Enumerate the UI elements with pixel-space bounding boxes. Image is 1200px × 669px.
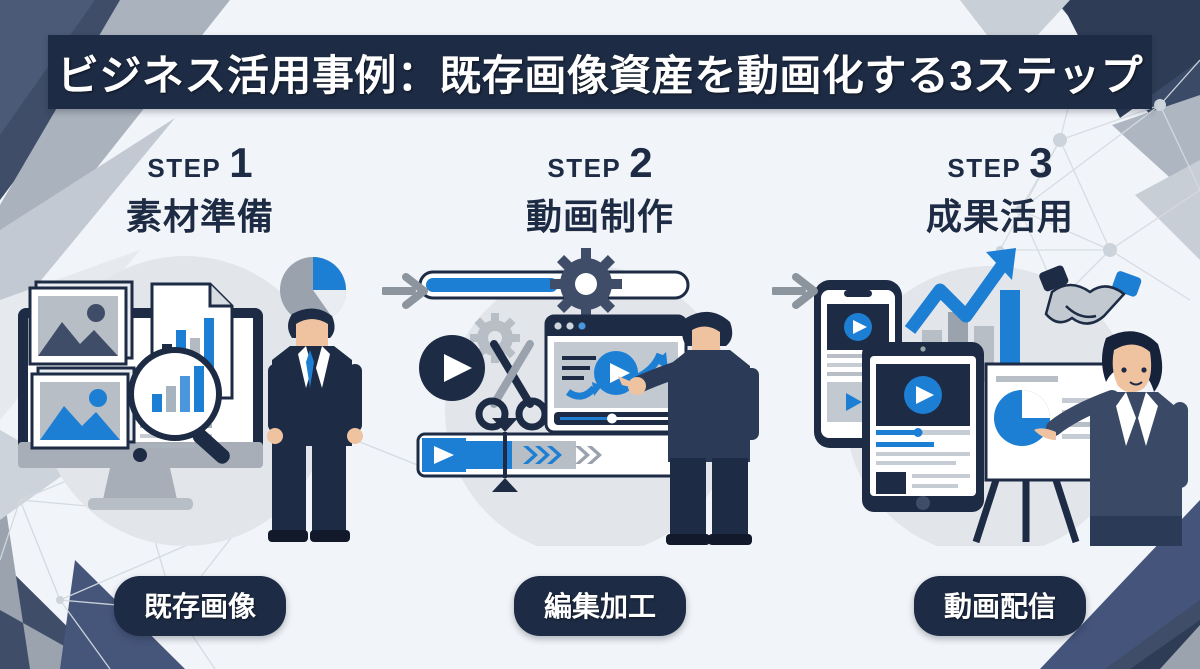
pie-chart-icon	[280, 257, 346, 323]
step-3-number: 3	[1029, 139, 1053, 186]
page-title: ビジネス活用事例：既存画像資産を動画化する3ステップ	[56, 51, 1144, 99]
photo-thumbnail-icon	[28, 280, 134, 366]
step-1-kicker-word: STEP	[147, 153, 222, 183]
step-2-kicker-word: STEP	[547, 153, 622, 183]
step-3-badge: 動画配信	[913, 576, 1087, 636]
step-1-badge: 既存画像	[113, 576, 287, 636]
step-1-illustration	[0, 246, 400, 546]
steps-row: STEP 1 素材準備	[0, 118, 1200, 658]
arrow-step2-to-step3-icon	[772, 273, 818, 309]
play-button-icon	[419, 335, 485, 401]
arrow-step1-to-step2-icon	[382, 273, 428, 309]
step-2-illustration	[400, 246, 800, 546]
step-column-1: STEP 1 素材準備	[0, 118, 400, 658]
magnifier-icon	[128, 347, 230, 464]
gear-icon	[550, 248, 622, 320]
step-3-title: 成果活用	[925, 196, 1074, 237]
title-bar: ビジネス活用事例：既存画像資産を動画化する3ステップ	[48, 35, 1152, 109]
step-2-title: 動画制作	[525, 196, 674, 237]
step-2-badge: 編集加工	[513, 576, 687, 636]
growth-arrow-icon	[904, 248, 1016, 334]
tablet-icon	[862, 342, 984, 512]
timeline-track-icon	[416, 418, 686, 492]
step-1-number: 1	[229, 139, 253, 186]
gear-icon	[470, 313, 520, 363]
handshake-icon	[1039, 265, 1142, 325]
step-3-kicker: STEP 3	[947, 142, 1052, 184]
businessman-figure	[267, 308, 363, 542]
businessman-pointing-figure	[618, 311, 759, 545]
step-2-number: 2	[629, 139, 653, 186]
step-2-kicker: STEP 2	[547, 142, 652, 184]
businesswoman-figure	[1034, 331, 1188, 546]
step-column-3: STEP 3 成果活用	[800, 118, 1200, 658]
step-1-kicker: STEP 1	[147, 142, 252, 184]
step-column-2: STEP 2 動画制作	[400, 118, 800, 658]
step-3-kicker-word: STEP	[947, 153, 1022, 183]
scissors-icon	[475, 340, 549, 431]
step-3-illustration	[800, 246, 1200, 546]
step-1-title: 素材準備	[125, 196, 274, 237]
photo-thumbnail-icon	[30, 366, 136, 450]
